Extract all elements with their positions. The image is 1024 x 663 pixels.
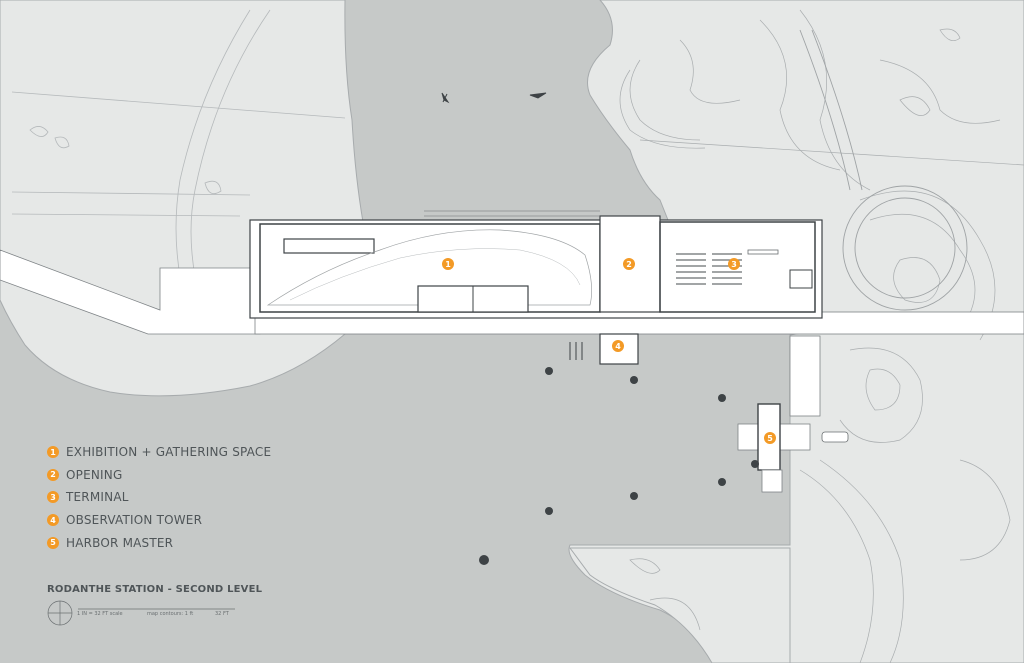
legend-label: TERMINAL (66, 490, 129, 505)
marker-observation-tower[interactable]: 4 (612, 340, 624, 352)
legend-item-harbor-master: 5 HARBOR MASTER (47, 531, 271, 554)
marker-terminal[interactable]: 3 (728, 258, 740, 270)
legend-item-opening: 2 OPENING (47, 464, 271, 487)
boat-icon (529, 92, 547, 99)
land-south (569, 547, 791, 663)
skylight (283, 238, 375, 254)
legend: 1 EXHIBITION + GATHERING SPACE 2 OPENING… (47, 441, 271, 554)
marker-opening[interactable]: 2 (623, 258, 635, 270)
building-footprint (249, 219, 823, 319)
harbor-stair (761, 469, 783, 493)
marker-exhibition[interactable]: 1 (442, 258, 454, 270)
drawing-title: RODANTHE STATION - SECOND LEVEL (47, 584, 263, 595)
car (821, 431, 849, 443)
legend-number: 5 (47, 536, 59, 549)
ramp (789, 335, 821, 417)
legend-number: 4 (47, 514, 59, 527)
scale-left-text: 1 IN = 32 FT scale (77, 611, 123, 617)
terminal-wall (659, 221, 816, 313)
roof-slats (424, 210, 600, 217)
legend-label: OPENING (66, 467, 123, 482)
pilings (479, 367, 759, 565)
marker-harbor-master[interactable]: 5 (764, 432, 776, 444)
legend-item-observation-tower: 4 OBSERVATION TOWER (47, 509, 271, 532)
legend-number: 2 (47, 468, 59, 481)
road-loop (799, 29, 968, 311)
legend-label: OBSERVATION TOWER (66, 513, 203, 528)
exhibit-topography (266, 229, 592, 306)
legend-label: EXHIBITION + GATHERING SPACE (66, 445, 272, 460)
legend-label: HARBOR MASTER (66, 535, 174, 550)
legend-item-terminal: 3 TERMINAL (47, 486, 271, 509)
east-contours (619, 9, 1024, 663)
terminal-seating (676, 253, 742, 285)
scale-bar (47, 600, 235, 626)
scale-middle-text: map contours: 1 ft (147, 611, 194, 617)
tower-stairs (569, 342, 583, 360)
legend-number: 3 (47, 491, 59, 504)
boat-icon (441, 92, 450, 104)
scale-right-text: 32 FT (215, 611, 229, 617)
legend-number: 1 (47, 446, 59, 459)
west-contours (11, 9, 346, 301)
land-west (0, 0, 364, 397)
legend-item-exhibition: 1 EXHIBITION + GATHERING SPACE (47, 441, 271, 464)
land-east (568, 0, 1024, 663)
ticket-counter (747, 249, 779, 255)
elevator (789, 269, 813, 289)
scale-annotation: 1 IN = 32 FT scale map contours: 1 ft 32… (47, 600, 237, 630)
